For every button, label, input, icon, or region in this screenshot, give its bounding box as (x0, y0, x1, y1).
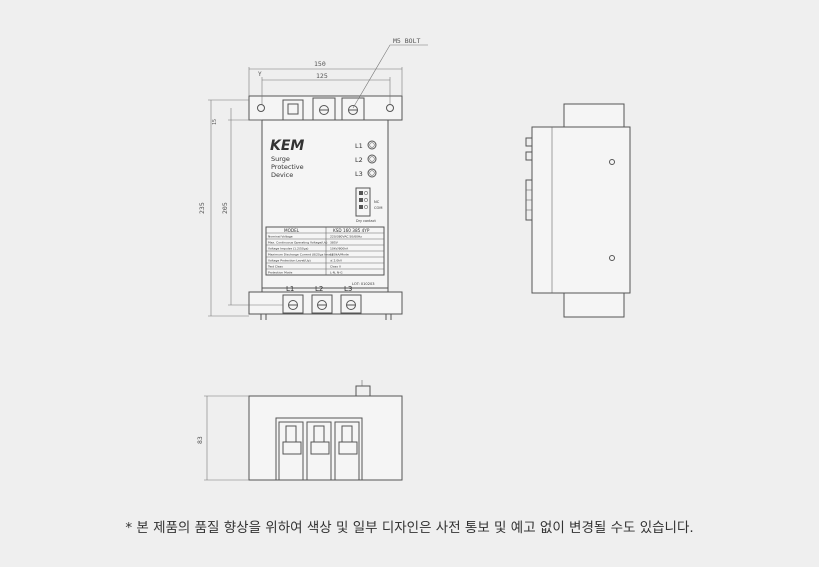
n-terminal-screw (319, 105, 329, 115)
bottom-bracket (248, 291, 403, 315)
lamp-label-l1: L1 (355, 142, 363, 150)
spec-row-label: Test Class (267, 264, 283, 268)
bottom-terminal-l2 (311, 294, 333, 314)
spec-header-left: MODEL (284, 228, 300, 233)
top-right-mount-hole (386, 104, 394, 112)
bottom-terminal-l1 (282, 294, 304, 314)
dimension-83: 83 (196, 436, 204, 444)
side-screw-bottom (609, 255, 615, 261)
bottom-view-terminal-3 (334, 421, 360, 481)
top-terminal-window (287, 103, 299, 115)
nc-label: NC (374, 200, 380, 204)
lamp-label-l3: L3 (355, 170, 363, 178)
dimension-235: 235 (198, 202, 206, 214)
spec-row-value: Class II (330, 264, 341, 268)
spec-row-label: Protection Mode (268, 270, 292, 274)
device-name-line1: Surge (271, 155, 290, 163)
spec-row-label: Voltage Impulse (1.2/50µs) (268, 246, 308, 250)
spec-header-right: KSD 160 385 4YP (333, 228, 370, 233)
spec-table: MODEL KSD 160 385 4YP Nominal Voltage 220… (265, 226, 385, 276)
dimension-15: 15 (212, 119, 218, 125)
bottom-label-l3: L3 (344, 285, 352, 293)
com-label: COM (374, 206, 382, 210)
spec-row-label: Maximum Discharge Current (8/20µs Imax) (268, 252, 333, 256)
device-name-line3: Device (271, 171, 293, 179)
lamp-l2-indicator (367, 154, 377, 164)
spec-row-value: 160kA/Mode (330, 252, 349, 256)
dry-contact-caption: Dry contact (356, 219, 376, 223)
side-view (525, 103, 631, 318)
dimension-150: 150 (314, 60, 326, 68)
bottom-terminal-l3 (340, 294, 362, 314)
spec-row-label: Voltage Protection Level(Up) (268, 258, 311, 262)
dimension-125: 125 (316, 72, 328, 80)
dimension-y: Y (258, 71, 262, 78)
spec-row-value: ≤ 2.0kV (330, 258, 343, 262)
bolt-callout: M5 BOLT (393, 37, 420, 45)
bottom-label-l1: L1 (286, 285, 294, 293)
side-bottom-bracket (563, 292, 625, 318)
lamp-label-l2: L2 (355, 156, 363, 164)
main-body (261, 119, 389, 289)
bottom-view-terminal-2 (306, 421, 332, 481)
lamp-l3-indicator (367, 168, 377, 178)
lamp-l1-indicator (367, 140, 377, 150)
bottom-view-tab (355, 385, 371, 397)
brand-logo: KEM (270, 138, 304, 154)
dry-contact-connector (355, 187, 371, 217)
spec-row-label: Max. Continuous Operating Voltage(Uc) (268, 240, 327, 244)
bottom-label-l2: L2 (315, 285, 323, 293)
top-left-mount-hole (257, 104, 265, 112)
spec-row-value: L-N, N-G (330, 270, 343, 274)
device-name-line2: Protective (271, 163, 304, 171)
side-screw-top (609, 159, 615, 165)
dimension-205: 205 (221, 202, 229, 214)
top-bracket (248, 95, 403, 121)
spec-row-value: 385V (330, 240, 339, 244)
bolt-leader-line (352, 44, 428, 109)
side-top-bracket (563, 103, 625, 128)
spec-row-label: Nominal Voltage (268, 234, 293, 238)
disclaimer-note: * 본 제품의 품질 향상을 위하여 색상 및 일부 디자인은 사전 통보 및 … (125, 520, 694, 536)
serial-label: LOT: 010203 (352, 282, 375, 286)
bottom-view-terminal-1 (278, 421, 304, 481)
side-body (531, 126, 631, 294)
front-view: N G KEM Surge Protective Device L1 L2 L3… (198, 37, 428, 320)
spec-row-value: 220/380VAC 50/60Hz (330, 234, 362, 238)
g-terminal-screw (348, 105, 358, 115)
spec-row-value: 10kV/800kA (330, 246, 349, 250)
bottom-view: 83 (196, 380, 403, 481)
bottom-view-body (248, 395, 403, 481)
